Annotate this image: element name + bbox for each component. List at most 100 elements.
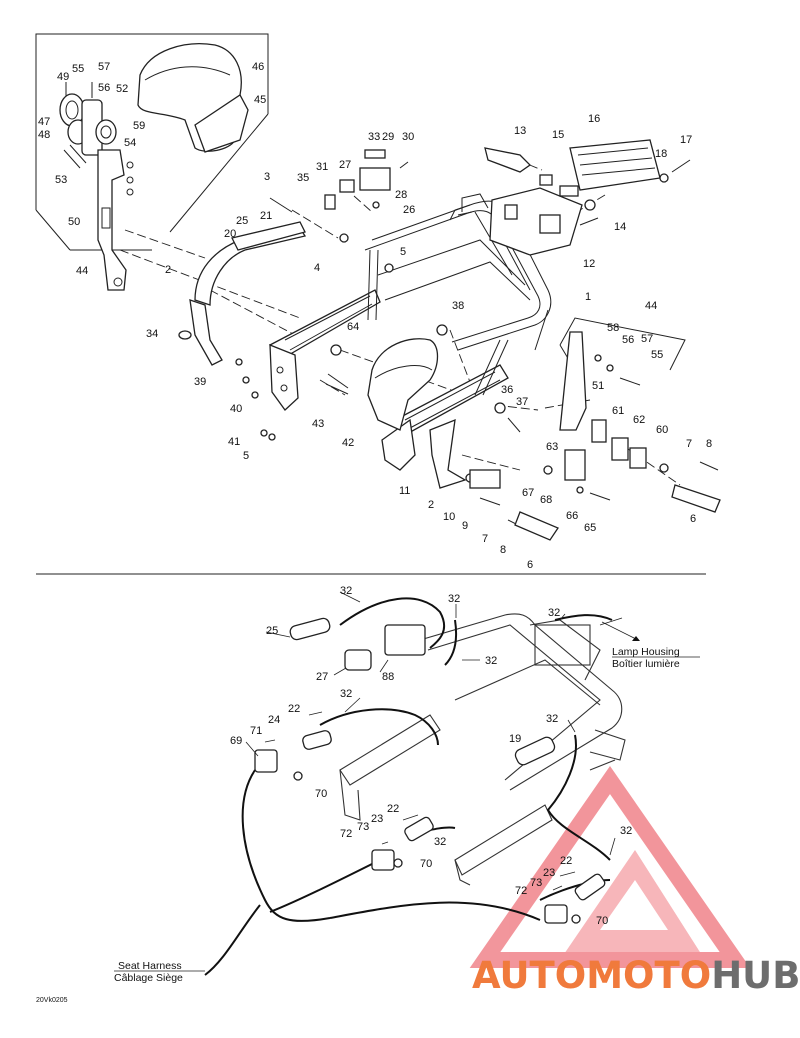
label-42: 42 [342, 437, 354, 449]
label-55b: 55 [651, 349, 663, 361]
drawing-code: 20Vk0205 [36, 997, 68, 1004]
label-b22a: 22 [288, 703, 300, 715]
label-11: 11 [399, 485, 410, 497]
top-labels: 55 57 49 56 52 46 45 47 48 59 54 53 50 4… [38, 61, 712, 571]
rack-frame [189, 139, 661, 489]
label-b32h: 32 [546, 713, 558, 725]
label-15: 15 [552, 129, 564, 141]
label-54: 54 [124, 137, 136, 149]
label-b70c: 70 [596, 915, 608, 927]
label-b19: 19 [509, 733, 521, 745]
label-46: 46 [252, 61, 264, 73]
label-56b: 56 [622, 334, 634, 346]
top-hardware [178, 147, 721, 541]
label-30: 30 [402, 131, 414, 143]
label-21: 21 [260, 210, 272, 222]
label-b32d: 32 [340, 688, 352, 700]
label-37: 37 [516, 396, 528, 408]
wiring-frame-outline [339, 613, 626, 886]
label-3: 3 [264, 171, 270, 183]
label-47: 47 [38, 116, 50, 128]
label-45: 45 [254, 94, 266, 106]
svg-text:AUTOMOTOHUB: AUTOMOTOHUB [472, 954, 800, 997]
label-b22b: 22 [387, 803, 399, 815]
label-56: 56 [98, 82, 110, 94]
label-b71: 71 [250, 725, 262, 737]
label-10: 10 [443, 511, 455, 523]
watermark-triangle [469, 765, 751, 968]
label-44: 44 [76, 265, 88, 277]
label-66: 66 [566, 510, 578, 522]
label-b23b: 23 [543, 867, 555, 879]
label-58: 58 [607, 322, 619, 334]
label-6b: 6 [690, 513, 696, 525]
label-4: 4 [314, 262, 320, 274]
label-57b: 57 [641, 333, 653, 345]
backrest-inset [35, 33, 269, 291]
label-62: 62 [633, 414, 645, 426]
label-7: 7 [482, 533, 488, 545]
label-12: 12 [583, 258, 595, 270]
label-b24: 24 [268, 714, 280, 726]
label-b32e: 32 [548, 607, 560, 619]
label-5b: 5 [243, 450, 249, 462]
label-57: 57 [98, 61, 110, 73]
label-43: 43 [312, 418, 324, 430]
label-b23a: 23 [371, 813, 383, 825]
label-8b: 8 [706, 438, 712, 450]
label-2: 2 [165, 264, 171, 276]
label-b73a: 73 [357, 821, 369, 833]
label-b73b: 73 [530, 877, 542, 889]
label-29: 29 [382, 131, 394, 143]
label-17: 17 [680, 134, 692, 146]
label-5: 5 [400, 246, 406, 258]
caption-cablage-siege: Câblage Siège [114, 972, 183, 984]
label-35: 35 [297, 172, 309, 184]
label-20: 20 [224, 228, 236, 240]
label-b22c: 22 [560, 855, 572, 867]
label-7b: 7 [686, 438, 692, 450]
label-b32a: 32 [340, 585, 352, 597]
label-9: 9 [462, 520, 468, 532]
label-38: 38 [452, 300, 464, 312]
label-13: 13 [514, 125, 526, 137]
label-b72a: 72 [340, 828, 352, 840]
label-41: 41 [228, 436, 240, 448]
caption-lamp-housing: Lamp Housing [612, 646, 680, 658]
label-55: 55 [72, 63, 84, 75]
watermark-auto: AUTO [472, 954, 586, 997]
label-39: 39 [194, 376, 206, 388]
label-52: 52 [116, 83, 128, 95]
label-51: 51 [592, 380, 604, 392]
label-1: 1 [585, 291, 591, 303]
label-b70a: 70 [315, 788, 327, 800]
label-63: 63 [546, 441, 558, 453]
label-53: 53 [55, 174, 67, 186]
watermark-logo: AUTOMOTOHUB [472, 954, 800, 997]
label-b25: 25 [266, 625, 278, 637]
label-49: 49 [57, 71, 69, 83]
label-68: 68 [540, 494, 552, 506]
label-33: 33 [368, 131, 380, 143]
bottom-labels: 32 32 25 32 27 88 32 22 24 32 71 69 70 1… [230, 585, 632, 927]
captions: Lamp Housing Boîtier lumière Seat Harnes… [36, 646, 700, 1004]
label-64: 64 [347, 321, 359, 333]
label-b88: 88 [382, 671, 394, 683]
label-44b: 44 [645, 300, 657, 312]
label-b72b: 72 [515, 885, 527, 897]
label-27: 27 [339, 159, 351, 171]
label-18: 18 [655, 148, 667, 160]
label-b69: 69 [230, 735, 242, 747]
watermark-hub: HUB [711, 954, 800, 997]
label-65: 65 [584, 522, 596, 534]
label-2b: 2 [428, 499, 434, 511]
label-b32b: 32 [448, 593, 460, 605]
label-26: 26 [403, 204, 415, 216]
label-b32c: 32 [485, 655, 497, 667]
label-25: 25 [236, 215, 248, 227]
label-36: 36 [501, 384, 513, 396]
label-b32f: 32 [434, 836, 446, 848]
label-16: 16 [588, 113, 600, 125]
label-14: 14 [614, 221, 626, 233]
